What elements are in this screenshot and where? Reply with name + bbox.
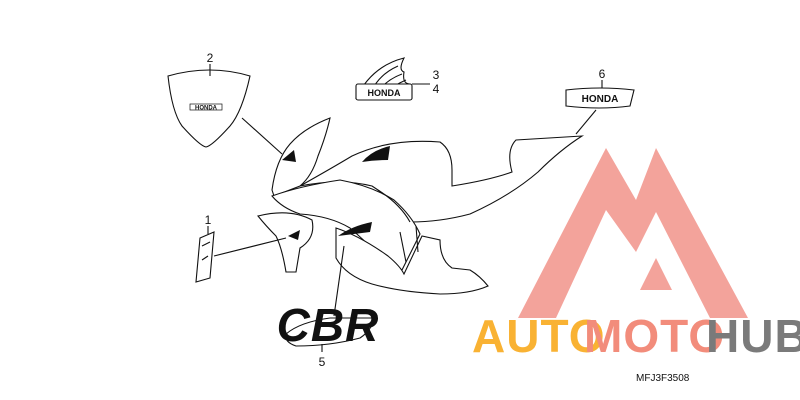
svg-text:HONDA: HONDA (195, 106, 218, 112)
decal-tail-strip-part-6[interactable]: HONDA (565, 87, 635, 109)
watermark-inner-cut (640, 258, 672, 290)
leader-6b (575, 109, 597, 135)
motorcycle-fairing (257, 117, 585, 295)
callout-3: 3 (433, 68, 440, 82)
decal-side-part-1[interactable] (195, 231, 215, 283)
callout-6: 6 (599, 67, 606, 81)
watermark-word-auto: AUTO (472, 310, 606, 362)
leader-1b (213, 237, 287, 257)
watermark-triangle (518, 148, 748, 318)
callout-1: 1 (205, 213, 212, 227)
callout-2: 2 (207, 51, 214, 65)
decal-cbr-part-5[interactable]: CBR (277, 299, 380, 351)
leader-5b (333, 245, 345, 317)
watermark-mark (518, 148, 748, 318)
watermark-wordmark: AUTO MOTO HUB (472, 310, 800, 362)
leader-2b (241, 117, 283, 155)
tail-strip-text: HONDA (582, 94, 619, 105)
callout-5: 5 (319, 355, 326, 369)
callout-4: 4 (433, 82, 440, 96)
cbr-text: CBR (277, 299, 380, 351)
diagram-code: MFJ3F3508 (636, 373, 690, 384)
decal-windscreen-text: HONDA (189, 103, 223, 112)
watermark-word-hub: HUB (706, 310, 800, 362)
decal-wing-emblem-part-3-4[interactable]: HONDA (355, 57, 413, 101)
emblem-text: HONDA (368, 88, 401, 98)
watermark-word-moto: MOTO (584, 310, 725, 362)
decal-windscreen-part-2[interactable]: HONDA (167, 69, 251, 148)
